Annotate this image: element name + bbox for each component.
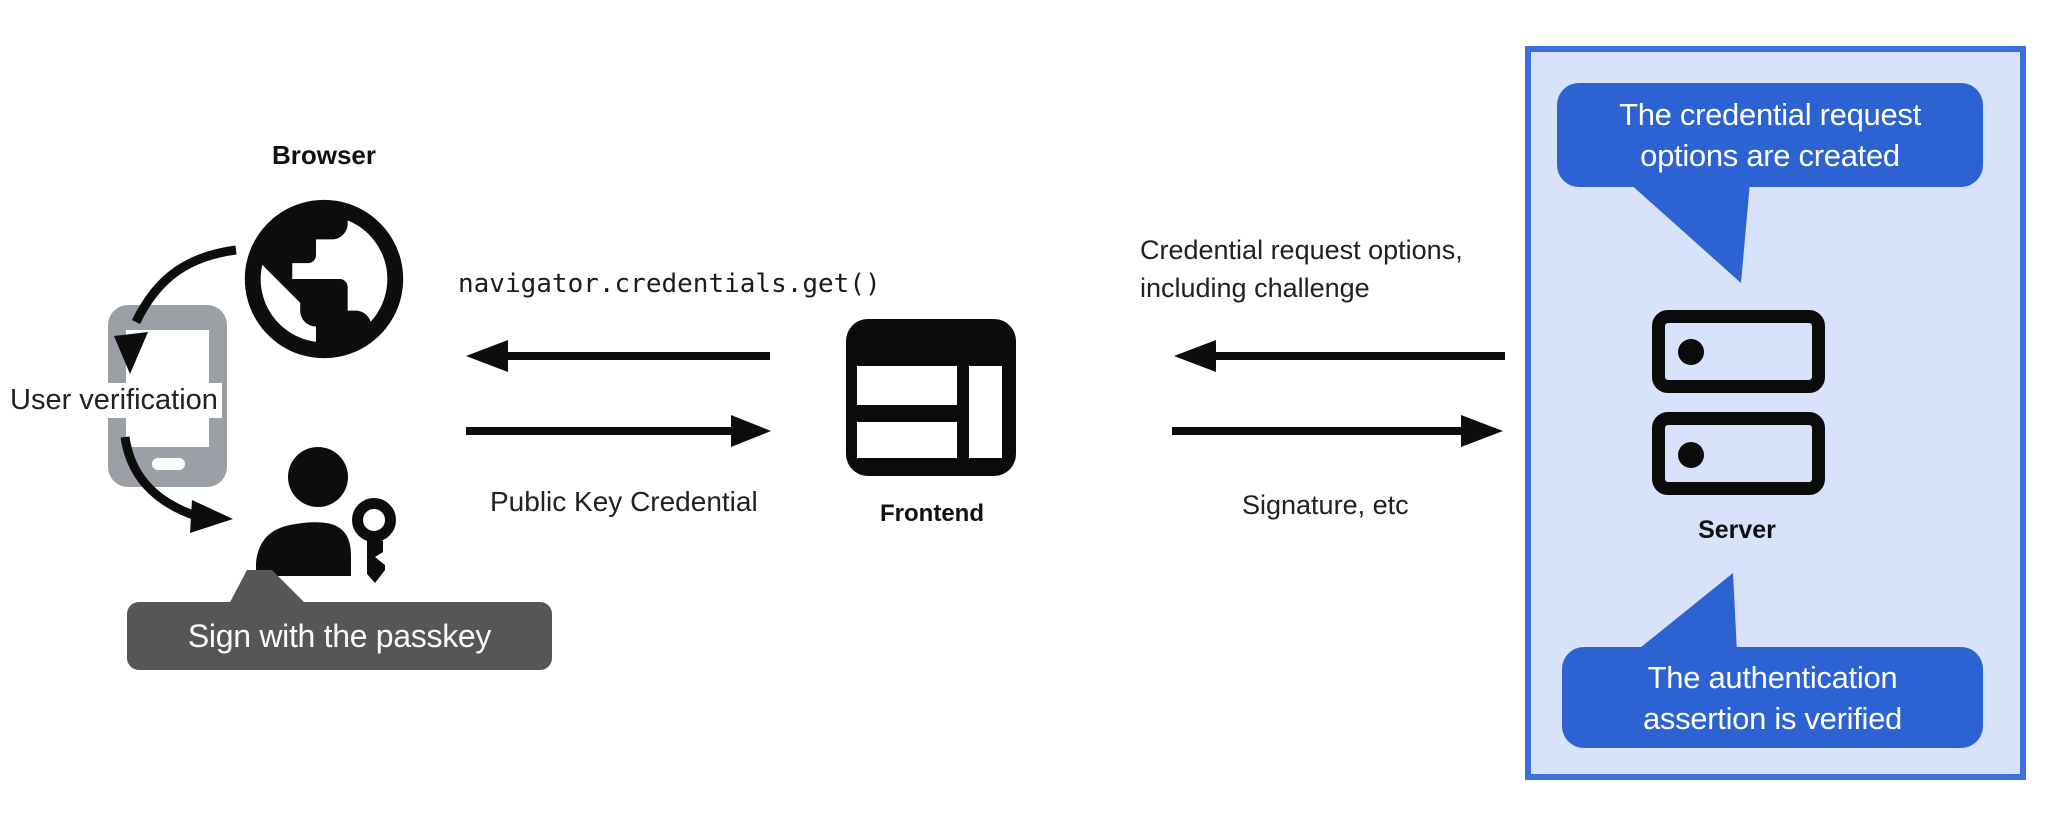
- signature-label: Signature, etc: [1242, 490, 1409, 520]
- tooltip-tail: [228, 570, 308, 606]
- key-icon: [352, 498, 396, 583]
- browser-window-icon: [846, 319, 1016, 476]
- credential-request-options-line1: Credential request options,: [1140, 235, 1463, 265]
- top-note-line1: The credential request: [1619, 97, 1921, 132]
- server-stack-icon: [1652, 310, 1825, 393]
- server-led-dot: [1678, 339, 1704, 365]
- frontend-icon-pane: [969, 366, 1002, 458]
- top-note-line2: options are created: [1640, 138, 1900, 173]
- server-led-dot: [1678, 442, 1704, 468]
- arrow-browser-to-frontend: [466, 415, 771, 447]
- person-icon: [256, 447, 351, 576]
- globe-icon: [244, 199, 404, 359]
- api-call-label: navigator.credentials.get(): [458, 269, 881, 299]
- arrow-frontend-to-browser: [466, 340, 770, 372]
- frontend-label: Frontend: [880, 500, 984, 527]
- credential-request-options-line2: including challenge: [1140, 273, 1370, 303]
- frontend-icon-pane: [857, 366, 957, 405]
- sign-with-passkey-label: Sign with the passkey: [187, 617, 492, 654]
- arrow-server-to-frontend: [1174, 340, 1505, 372]
- bottom-note-line2: assertion is verified: [1642, 700, 1903, 736]
- server-stack-icon: [1652, 412, 1825, 495]
- server-label: Server: [1698, 516, 1776, 544]
- frontend-icon-pane: [857, 422, 957, 458]
- smartphone-home-slot: [152, 458, 185, 470]
- public-key-credential-label: Public Key Credential: [490, 486, 758, 517]
- user-verification-label: User verification: [6, 383, 222, 418]
- top-note-bubble: The credential request options are creat…: [1557, 83, 1983, 187]
- sign-with-passkey-tooltip: Sign with the passkey: [127, 602, 552, 670]
- bottom-note-line1: The authentication: [1647, 659, 1898, 695]
- arrow-frontend-to-server: [1172, 415, 1503, 447]
- bottom-note-bubble: The authentication assertion is verified: [1562, 647, 1983, 748]
- browser-label: Browser: [271, 140, 377, 170]
- credential-request-options-label: Credential request options, including ch…: [1140, 231, 1463, 307]
